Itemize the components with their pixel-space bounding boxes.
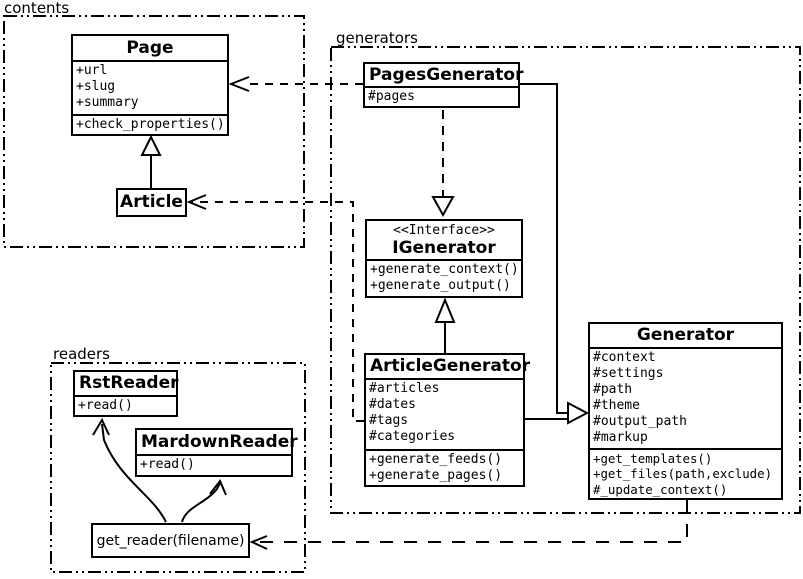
- class-igenerator: <<Interface>> IGenerator +generate_conte…: [365, 219, 523, 298]
- class-mardownreader-methods: +read(): [137, 454, 291, 475]
- class-page-title: Page: [126, 38, 174, 58]
- class-attribute: +url: [76, 63, 108, 78]
- readers-package-label: readers: [53, 345, 110, 363]
- class-generator-methods: +get_templates() +get_files(path,exclude…: [590, 447, 781, 499]
- generators-package-border: [330, 46, 801, 514]
- articlegenerator-to-article-dependency-arrow: [186, 194, 364, 422]
- class-mardownreader-title: MardownReader: [141, 432, 298, 452]
- generators-package-label: generators: [336, 29, 418, 47]
- contents-package-border: [3, 15, 305, 248]
- pagesgenerator-to-igenerator-realization-arrow: [431, 110, 455, 218]
- class-page-methods: +check_properties(): [73, 114, 227, 134]
- class-pagesgenerator-attributes: #pages: [365, 86, 518, 106]
- class-method: +read(): [140, 457, 195, 472]
- class-igenerator-methods: +generate_context() +generate_output(): [367, 259, 521, 296]
- class-attribute: #context: [593, 350, 656, 365]
- class-method: +generate_pages(): [369, 468, 503, 483]
- class-article-title: Article: [120, 192, 183, 212]
- class-attribute: +summary: [76, 95, 139, 110]
- class-attribute: #articles: [369, 381, 440, 396]
- class-method: #_update_context(): [593, 481, 728, 497]
- class-attribute: #categories: [369, 429, 456, 444]
- class-page-attributes: +url +slug +summary: [73, 60, 227, 114]
- pagesgenerator-to-page-dependency-arrow: [228, 76, 363, 92]
- class-rstreader: RstReader +read(): [73, 370, 179, 417]
- class-attribute: #settings: [593, 366, 664, 381]
- class-igenerator-title: <<Interface>> IGenerator: [367, 221, 521, 259]
- class-articlegenerator-title: ArticleGenerator: [370, 356, 531, 376]
- function-get-reader: get_reader(filename): [91, 523, 250, 558]
- class-igenerator-stereotype: <<Interface>>: [393, 223, 495, 238]
- class-attribute: #path: [593, 382, 633, 397]
- class-generator-attributes: #context #settings #path #theme #output_…: [590, 347, 781, 448]
- class-attribute: +slug: [76, 79, 116, 94]
- class-attribute: #pages: [368, 89, 415, 104]
- class-attribute: #output_path: [593, 414, 687, 429]
- class-page: Page +url +slug +summary +check_properti…: [71, 34, 229, 136]
- class-articlegenerator-methods: +generate_feeds() +generate_pages(): [366, 449, 523, 485]
- class-method: +read(): [78, 398, 133, 413]
- class-igenerator-name: IGenerator: [392, 238, 496, 258]
- class-articlegenerator: ArticleGenerator #articles #dates #tags …: [364, 353, 531, 487]
- class-attribute: #theme: [593, 398, 640, 413]
- articlegenerator-to-igenerator-inheritance-arrow: [434, 297, 456, 353]
- generators-to-generator-inheritance-arrow: [520, 83, 590, 425]
- getreader-to-rstreader-arrow: [92, 417, 167, 523]
- class-pagesgenerator-title: PagesGenerator: [369, 65, 524, 85]
- contents-package-label: contents: [4, 0, 70, 17]
- generator-to-getreader-dependency-arrow: [249, 500, 688, 550]
- class-generator: Generator #context #settings #path #them…: [588, 322, 783, 500]
- readers-package-border: [50, 362, 306, 573]
- class-article: Article: [116, 188, 187, 217]
- class-pagesgenerator: PagesGenerator #pages: [363, 62, 524, 108]
- article-to-page-inheritance-arrow: [140, 134, 162, 188]
- class-rstreader-methods: +read(): [75, 395, 176, 415]
- class-attribute: #tags: [369, 413, 409, 428]
- class-method: +get_files(path,exclude): [593, 466, 773, 481]
- class-method: +get_templates(): [593, 450, 713, 466]
- getreader-to-mardownreader-arrow: [181, 479, 227, 523]
- class-rstreader-title: RstReader: [79, 373, 179, 393]
- class-mardownreader: MardownReader +read(): [135, 428, 298, 477]
- class-method: +generate_output(): [370, 278, 511, 293]
- class-method: +generate_context(): [370, 262, 519, 277]
- class-method: +generate_feeds(): [369, 452, 503, 467]
- class-method: +check_properties(): [76, 117, 225, 132]
- class-attribute: #markup: [593, 430, 648, 445]
- class-articlegenerator-attributes: #articles #dates #tags #categories: [366, 378, 523, 449]
- class-attribute: #dates: [369, 397, 416, 412]
- class-generator-title: Generator: [636, 325, 735, 345]
